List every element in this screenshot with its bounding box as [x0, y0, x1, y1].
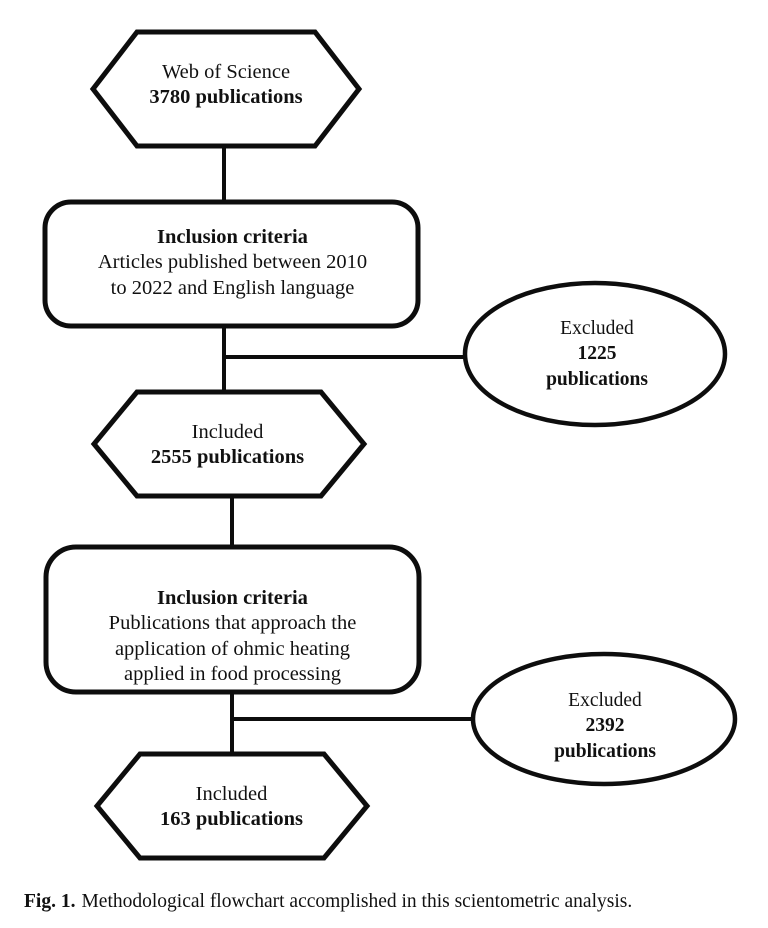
- node-excluded2-ellipse: [470, 651, 738, 787]
- node-excluded2-line3: publications: [554, 740, 656, 762]
- figure-caption-label: Fig. 1.: [24, 891, 76, 912]
- node-criteria2-box: [43, 544, 422, 695]
- node-criteria2-line2: application of ohmic heating: [114, 637, 351, 660]
- node-criteria1-title: Inclusion criteria: [157, 226, 308, 248]
- node-excluded1-ellipse: [462, 280, 728, 428]
- node-included1-hexagon: [90, 389, 368, 499]
- flowchart-canvas: [42, 29, 738, 861]
- node-excluded1-line3: publications: [546, 368, 648, 390]
- node-included1-label: Included 2555 publications: [90, 420, 365, 471]
- node-excluded1-line2: 1225: [577, 343, 617, 365]
- node-criteria1-line2: to 2022 and English language: [110, 276, 355, 299]
- node-criteria2-line3: applied in food processing: [124, 663, 341, 686]
- node-included2-hexagon: [93, 751, 371, 861]
- node-criteria2-label: Inclusion criteria Publications that app…: [45, 586, 420, 688]
- node-included2-line1: Included: [195, 783, 268, 805]
- node-source-hexagon: [89, 29, 363, 149]
- node-included2-label: Included 163 publications: [95, 782, 368, 833]
- node-criteria2-title: Inclusion criteria: [157, 587, 308, 609]
- node-included1-line1: Included: [191, 421, 264, 443]
- node-source-line1: Web of Science: [161, 61, 291, 83]
- node-criteria1-line1: Articles published between 2010: [97, 251, 368, 274]
- figure-caption-text: Methodological flowchart accomplished in…: [81, 891, 633, 912]
- node-criteria1-box: [42, 199, 421, 329]
- node-source-line2: 3780 publications: [149, 86, 303, 109]
- node-included2-line2: 163 publications: [160, 808, 303, 831]
- node-excluded2-line1: Excluded: [568, 690, 642, 711]
- node-source-label: Web of Science 3780 publications: [90, 60, 362, 111]
- node-criteria2-line1: Publications that approach the: [108, 612, 357, 635]
- node-excluded1-line1: Excluded: [560, 318, 634, 339]
- node-criteria1-label: Inclusion criteria Articles published be…: [45, 225, 420, 301]
- node-excluded2-label: Excluded 2392 publications: [475, 688, 735, 764]
- node-excluded1-label: Excluded 1225 publications: [468, 316, 726, 392]
- node-included1-line2: 2555 publications: [150, 446, 305, 469]
- figure-caption: Fig. 1.Methodological flowchart accompli…: [24, 890, 756, 914]
- node-excluded2-line2: 2392: [585, 715, 625, 737]
